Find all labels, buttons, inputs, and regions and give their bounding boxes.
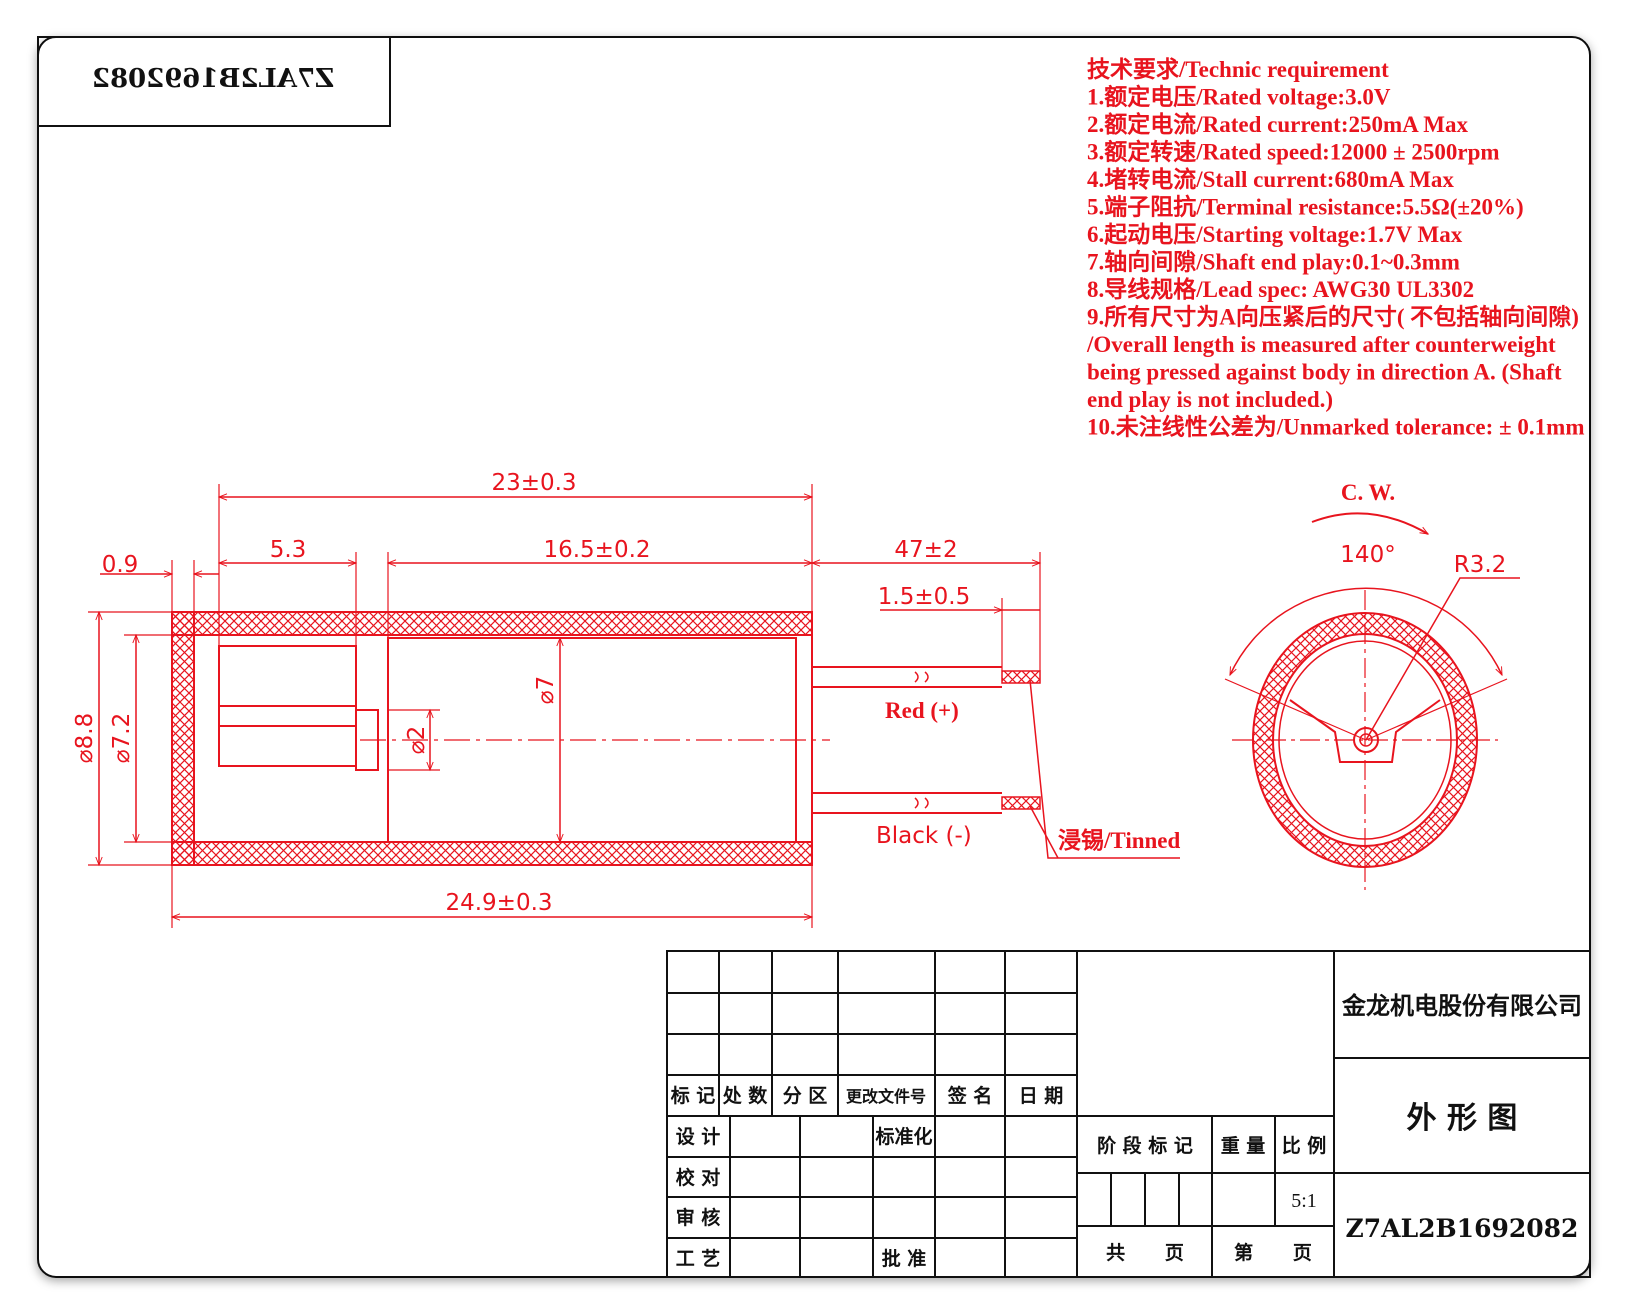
label-process: 工 艺 bbox=[676, 1248, 721, 1270]
label-scale: 比 例 bbox=[1282, 1134, 1327, 1157]
rotation-label: C. W. bbox=[1341, 480, 1395, 505]
requirement-line: being pressed against body in direction … bbox=[1087, 360, 1562, 385]
requirement-line: 1.额定电压/Rated voltage:3.0V bbox=[1087, 84, 1391, 110]
requirement-line: /Overall length is measured after counte… bbox=[1086, 332, 1556, 357]
housing-end-wall bbox=[171, 611, 195, 866]
mirrored-code-text: Z7AL2B1692082 bbox=[92, 64, 334, 94]
dim-7: ⌀7 bbox=[533, 676, 559, 704]
radius-label: R3.2 bbox=[1454, 552, 1507, 578]
requirement-line: 3.额定转速/Rated speed:12000 ± 2500rpm bbox=[1087, 139, 1500, 165]
requirement-line: 2.额定电流/Rated current:250mA Max bbox=[1087, 111, 1468, 137]
requirement-line: 4.堵转电流/Stall current:680mA Max bbox=[1087, 166, 1454, 192]
tinned-leader bbox=[1029, 679, 1180, 859]
black-lead-label: Black (-) bbox=[876, 823, 972, 849]
dim-7-2: ⌀7.2 bbox=[109, 713, 135, 763]
requirement-line: end play is not included.) bbox=[1087, 387, 1333, 412]
rev-header-count: 处 数 bbox=[722, 1084, 769, 1107]
label-approve: 批 准 bbox=[882, 1248, 927, 1270]
rev-header-sign: 签 名 bbox=[947, 1084, 993, 1107]
rev-header-doc: 更改文件号 bbox=[846, 1087, 926, 1106]
dim-23: 23±0.3 bbox=[491, 470, 576, 496]
requirement-line: 9.所有尺寸为A向压紧后的尺寸( 不包括轴向间隙) bbox=[1087, 304, 1579, 330]
rev-header-date: 日 期 bbox=[1019, 1085, 1064, 1107]
label-design: 设 计 bbox=[676, 1126, 721, 1148]
rev-header-mark: 标 记 bbox=[671, 1085, 716, 1107]
radius-leader bbox=[1365, 577, 1520, 741]
dim-2: ⌀2 bbox=[404, 726, 430, 754]
requirement-line: 7.轴向间隙/Shaft end play:0.1~0.3mm bbox=[1087, 249, 1460, 275]
rev-header-zone: 分 区 bbox=[783, 1085, 828, 1107]
dim-1-5: 1.5±0.5 bbox=[878, 584, 970, 610]
counterweight-profile bbox=[1289, 699, 1441, 763]
label-check: 校 对 bbox=[676, 1166, 721, 1189]
housing-top-wall bbox=[171, 611, 813, 636]
title-block: 标 记 处 数 分 区 更改文件号 签 名 日 期 设 计 校 对 审 核 工 … bbox=[666, 950, 1591, 1278]
dim-16-5: 16.5±0.2 bbox=[543, 537, 650, 563]
label-weight: 重 量 bbox=[1221, 1135, 1266, 1157]
scale-value: 5:1 bbox=[1291, 1190, 1317, 1212]
dim-5-3: 5.3 bbox=[270, 537, 307, 563]
angle-arc bbox=[1229, 587, 1503, 677]
dim-47: 47±2 bbox=[894, 537, 957, 563]
label-stage: 阶 段 标 记 bbox=[1097, 1134, 1193, 1157]
label-standard: 标准化 bbox=[875, 1125, 932, 1148]
requirement-line: 6.起动电压/Starting voltage:1.7V Max bbox=[1087, 222, 1463, 247]
label-review: 审 核 bbox=[676, 1206, 721, 1229]
cw-arrow bbox=[1311, 512, 1430, 535]
red-lead-label: Red (+) bbox=[885, 698, 959, 723]
requirement-line: 技术要求/Technic requirement bbox=[1087, 57, 1389, 82]
housing-bottom-wall bbox=[171, 841, 813, 866]
drawing-name: 外 形 图 bbox=[1407, 1101, 1518, 1136]
tinned-label: 浸锡/Tinned bbox=[1058, 828, 1180, 853]
angle-label: 140° bbox=[1340, 542, 1395, 568]
dim-8-8: ⌀8.8 bbox=[72, 713, 98, 763]
side-view: Red (+) Black (-) 浸锡/Tinned bbox=[72, 470, 1180, 928]
label-total-pages: 共 页 bbox=[1106, 1242, 1184, 1264]
requirement-line: 10.未注线性公差为/Unmarked tolerance: ± 0.1mm bbox=[1087, 414, 1584, 440]
drawing-number: Z7AL2B1692082 bbox=[1346, 1214, 1579, 1243]
label-page: 第 页 bbox=[1234, 1241, 1312, 1264]
requirement-line: 5.端子阻抗/Terminal resistance:5.5Ω(±20%) bbox=[1087, 194, 1524, 220]
dim-0-9: 0.9 bbox=[102, 552, 139, 578]
end-view: C. W. 140° R3.2 bbox=[1224, 480, 1520, 890]
mirrored-code-box: Z7AL2B1692082 bbox=[37, 36, 391, 127]
company-name: 金龙机电股份有限公司 bbox=[1341, 991, 1582, 1020]
dim-24-9: 24.9±0.3 bbox=[445, 890, 552, 916]
requirement-line: 8.导线规格/Lead spec: AWG30 UL3302 bbox=[1087, 276, 1474, 302]
